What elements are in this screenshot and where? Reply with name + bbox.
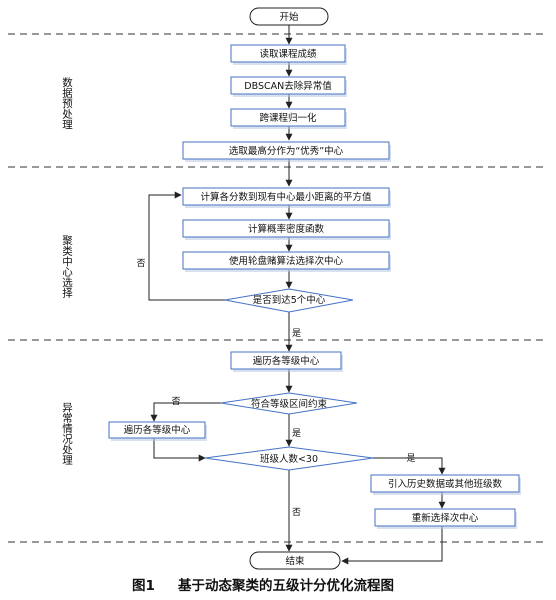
dbscan-label: DBSCAN去除异常值 bbox=[244, 80, 332, 92]
process-box-dbscan: DBSCAN去除异常值 bbox=[230, 76, 347, 97]
edge-label-yes-interval: 是 bbox=[292, 428, 301, 439]
normalize-label: 跨课程归一化 bbox=[259, 112, 317, 124]
select-max-label: 选取最高分作为“优秀”中心 bbox=[229, 145, 344, 157]
compute-prob-label: 计算概率密度函数 bbox=[248, 223, 325, 235]
decision-class-size: 班级人数<30 bbox=[204, 446, 374, 471]
process-box-compute-prob: 计算概率密度函数 bbox=[182, 219, 391, 240]
process-box-roulette: 使用轮盘赌算法选择次中心 bbox=[182, 251, 391, 272]
edge-label-yes-classsize: 是 bbox=[406, 453, 415, 464]
process-box-traverse-1: 遍历各等级中心 bbox=[230, 351, 343, 372]
class-size-label: 班级人数<30 bbox=[260, 453, 318, 465]
edge-label-yes-five: 是 bbox=[292, 328, 301, 339]
traverse1-label: 遍历各等级中心 bbox=[253, 355, 320, 367]
decision-interval: 符合等级区间约束 bbox=[220, 392, 358, 415]
end-terminator: 结束 bbox=[249, 551, 341, 570]
process-box-compute-dist: 计算各分数到现有中心最小距离的平方值 bbox=[182, 187, 391, 208]
stage-label-preprocess: 数据预处理 bbox=[61, 76, 73, 129]
figure-number: 图1 bbox=[132, 578, 155, 594]
traverse2-label: 遍历各等级中心 bbox=[124, 424, 191, 436]
process-box-history: 引入历史数据或其他班级数 bbox=[370, 474, 521, 495]
decision-five-centers: 是否到达5个中心 bbox=[224, 288, 354, 313]
process-box-select-max: 选取最高分作为“优秀”中心 bbox=[182, 141, 391, 162]
start-label: 开始 bbox=[279, 11, 299, 23]
stage-label-cluster: 聚类中心选择 bbox=[61, 235, 73, 299]
history-label: 引入历史数据或其他班级数 bbox=[388, 478, 503, 490]
edge-label-no-loop: 否 bbox=[136, 258, 145, 269]
check-five-label: 是否到达5个中心 bbox=[253, 294, 326, 306]
process-box-reselect: 重新选择次中心 bbox=[374, 508, 517, 529]
interval-label: 符合等级区间约束 bbox=[251, 398, 328, 410]
process-box-normalize: 跨课程归一化 bbox=[230, 108, 347, 129]
edge-label-no-interval: 否 bbox=[171, 396, 180, 407]
process-box-read-scores: 读取课程成绩 bbox=[230, 44, 347, 65]
roulette-label: 使用轮盘赌算法选择次中心 bbox=[229, 255, 344, 267]
reselect-label: 重新选择次中心 bbox=[412, 512, 479, 524]
start-terminator: 开始 bbox=[249, 7, 329, 26]
compute-dist-label: 计算各分数到现有中心最小距离的平方值 bbox=[200, 191, 372, 203]
edge-label-no-classsize: 否 bbox=[292, 507, 301, 518]
process-box-traverse-2: 遍历各等级中心 bbox=[108, 421, 207, 441]
read-scores-label: 读取课程成绩 bbox=[259, 48, 317, 60]
end-label: 结束 bbox=[285, 555, 305, 567]
figure-title: 基于动态聚类的五级计分优化流程图 bbox=[178, 577, 394, 594]
stage-label-exception: 异常情况处理 bbox=[61, 402, 73, 465]
